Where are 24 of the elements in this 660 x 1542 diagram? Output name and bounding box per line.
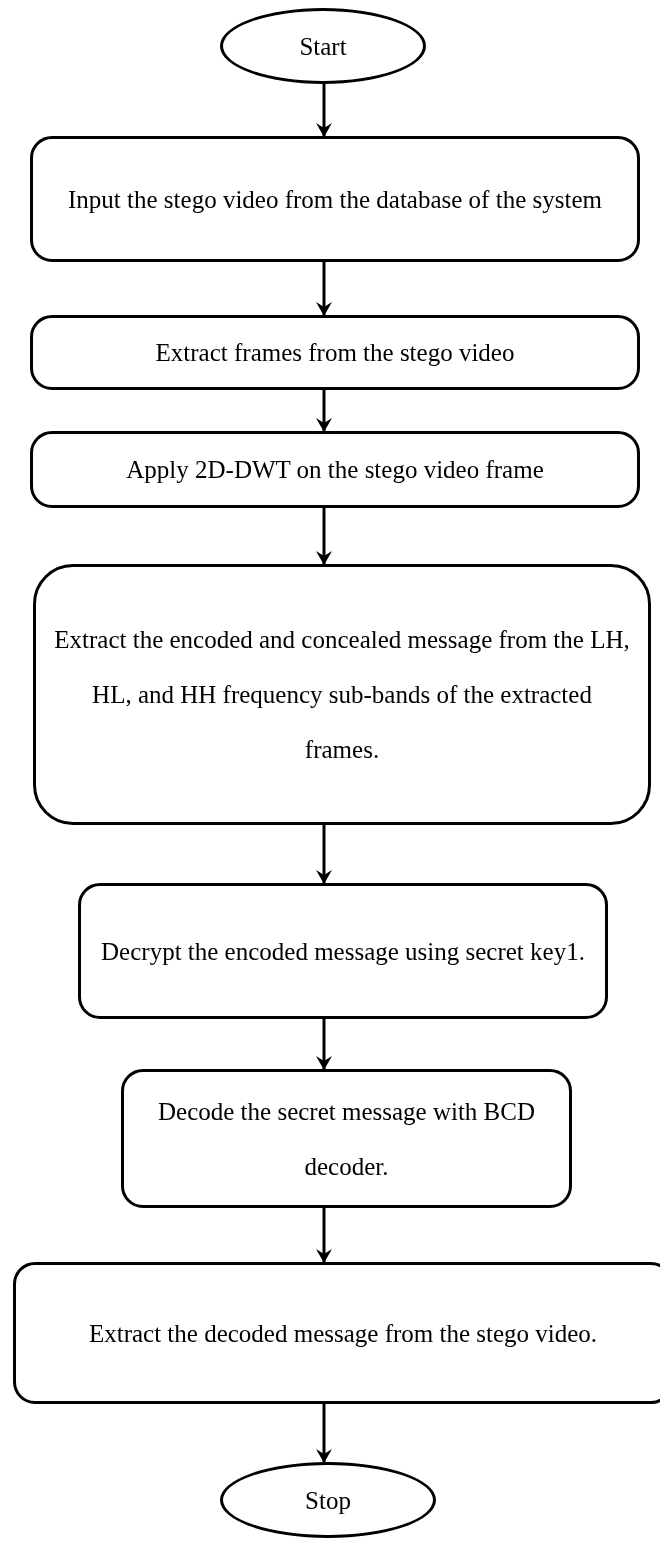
- process-box: [30, 315, 640, 390]
- step-text: Extract frames from the stego video: [155, 338, 515, 368]
- process-box: [13, 1262, 660, 1404]
- arrow: [316, 262, 332, 316]
- arrow: [316, 825, 332, 884]
- step-text: Apply 2D-DWT on the stego video frame: [126, 455, 544, 485]
- arrow: [316, 1019, 332, 1070]
- step-text: Input the stego video from the database of the system: [68, 184, 602, 215]
- process-box: [121, 1069, 572, 1208]
- arrow: [316, 84, 332, 137]
- step-text: Decode the secret message with BCD decoder.: [157, 1096, 536, 1182]
- process-box: [30, 431, 640, 508]
- process-box: [78, 883, 608, 1019]
- arrow: [316, 1208, 332, 1263]
- step-text: Extract the decoded message from the stego video.: [88, 1318, 598, 1349]
- process-box: [30, 136, 640, 262]
- process-box: [33, 564, 651, 825]
- step-text: Start: [299, 31, 347, 62]
- step-text: Stop: [305, 1485, 351, 1516]
- step-text: Decrypt the encoded message using secret key1.: [101, 936, 585, 967]
- arrow: [316, 508, 332, 565]
- arrow: [316, 390, 332, 432]
- step-text: Extract the encoded and concealed message from the LH, HL, and HH frequency sub-bands of the extracted frames.: [54, 625, 630, 765]
- arrow: [316, 1404, 332, 1463]
